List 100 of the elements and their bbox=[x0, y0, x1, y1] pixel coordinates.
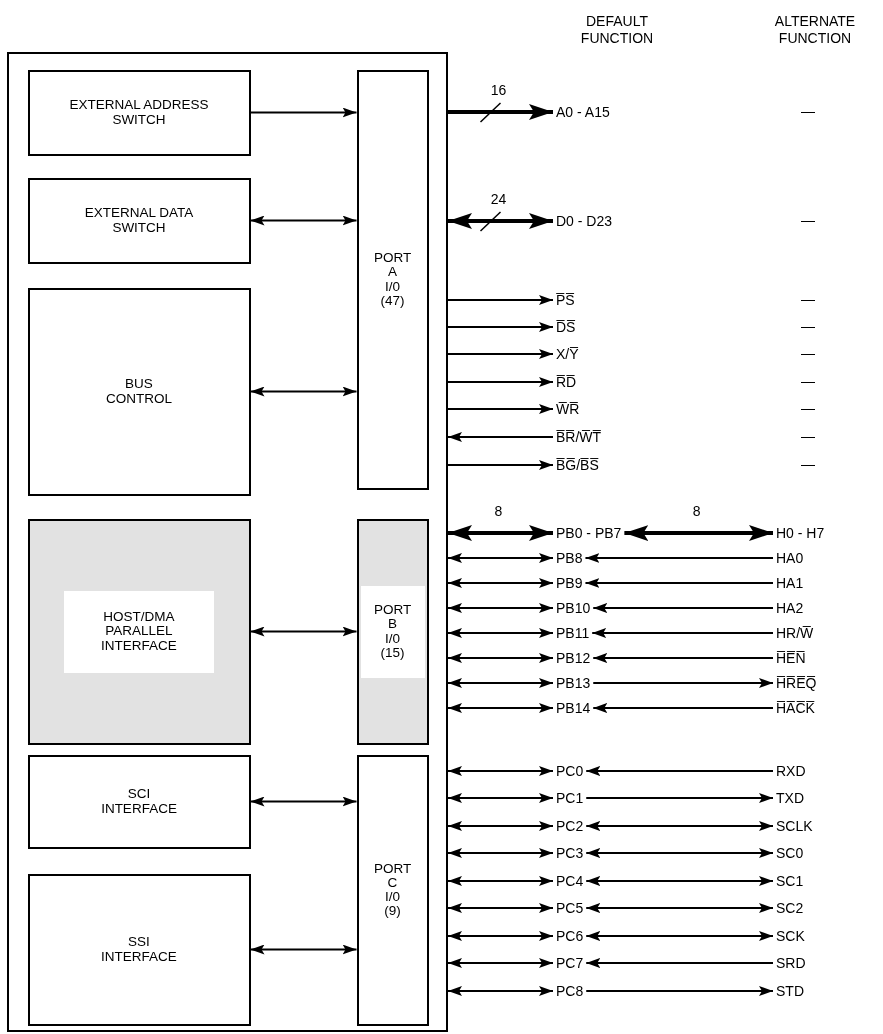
signal-name: D0 - D23 bbox=[553, 212, 616, 230]
bus-width-label: 8 bbox=[692, 503, 701, 519]
signal-name: P̅S̅ bbox=[553, 291, 578, 309]
signal-name: D̅S̅ bbox=[553, 318, 579, 336]
block-label: SCI INTERFACE bbox=[101, 787, 177, 816]
signal-name: W̅R̅ bbox=[553, 400, 583, 418]
arrow bbox=[591, 628, 774, 638]
arrow bbox=[249, 796, 358, 807]
signal-name: PB8 bbox=[553, 549, 586, 567]
arrow bbox=[585, 766, 774, 776]
dash-mark: — bbox=[801, 400, 815, 417]
arrow bbox=[447, 876, 554, 886]
function-block bbox=[27, 518, 251, 745]
signal-name: PB12 bbox=[553, 649, 594, 667]
block-label: SSI INTERFACE bbox=[101, 935, 177, 964]
dash-mark: — bbox=[801, 373, 815, 390]
signal-name: PC4 bbox=[553, 872, 587, 890]
arrow bbox=[585, 931, 774, 941]
dash-mark: — bbox=[801, 345, 815, 362]
arrow bbox=[447, 766, 554, 776]
signal-name: PB9 bbox=[553, 574, 586, 592]
signal-name: PC7 bbox=[553, 954, 587, 972]
arrow bbox=[585, 958, 774, 968]
port-block bbox=[356, 754, 429, 1026]
arrow bbox=[447, 986, 554, 996]
dash-mark: — bbox=[801, 212, 815, 229]
signal-name: SC0 bbox=[773, 844, 807, 862]
arrow bbox=[592, 678, 774, 688]
arrow bbox=[447, 295, 554, 305]
arrow bbox=[447, 931, 554, 941]
signal-name: HA0 bbox=[773, 549, 807, 567]
signal-name: H0 - H7 bbox=[773, 524, 828, 542]
signal-name: H̅E̅N̅ bbox=[773, 649, 809, 667]
dash-mark: — bbox=[801, 318, 815, 335]
column-heading: DEFAULT FUNCTION bbox=[580, 13, 654, 47]
signal-name: A0 - A15 bbox=[553, 103, 613, 121]
bus-width-label: 16 bbox=[490, 82, 507, 98]
arrow bbox=[585, 903, 774, 913]
arrow bbox=[585, 821, 774, 831]
signal-name: SRD bbox=[773, 954, 809, 972]
signal-name: PB14 bbox=[553, 699, 594, 717]
signal-name: HR/W̅ bbox=[773, 624, 817, 642]
arrow bbox=[249, 107, 358, 118]
signal-name: X/Y̅ bbox=[553, 345, 582, 363]
bus-arrow bbox=[624, 525, 773, 541]
arrow bbox=[584, 578, 774, 588]
arrow bbox=[447, 958, 554, 968]
signal-name: H̅R̅E̅Q̅ bbox=[773, 674, 820, 692]
function-block bbox=[27, 177, 251, 264]
signal-name: H̅A̅C̅K̅ bbox=[773, 699, 818, 717]
block-label: PORT A I/0 (47) bbox=[374, 251, 411, 308]
arrow bbox=[249, 386, 358, 397]
signal-name: PB13 bbox=[553, 674, 594, 692]
arrow bbox=[447, 553, 554, 563]
signal-name: HA1 bbox=[773, 574, 807, 592]
arrow bbox=[249, 626, 358, 637]
signal-name: PB10 bbox=[553, 599, 594, 617]
function-block bbox=[27, 873, 251, 1026]
arrow bbox=[447, 678, 554, 688]
arrow bbox=[447, 903, 554, 913]
arrow bbox=[584, 553, 774, 563]
arrow bbox=[447, 349, 554, 359]
signal-name: B̅R̅/W̅T̅ bbox=[553, 428, 605, 446]
signal-name: SCK bbox=[773, 927, 808, 945]
arrow bbox=[585, 986, 774, 996]
signal-name: R̅D̅ bbox=[553, 373, 580, 391]
signal-name: PC1 bbox=[553, 789, 587, 807]
block-label: BUS CONTROL bbox=[106, 377, 172, 406]
signal-name: SC1 bbox=[773, 872, 807, 890]
arrow bbox=[249, 944, 358, 955]
signal-name: PB11 bbox=[553, 624, 593, 642]
arrow bbox=[585, 793, 774, 803]
signal-name: HA2 bbox=[773, 599, 807, 617]
port-block bbox=[356, 518, 429, 745]
arrow bbox=[592, 653, 774, 663]
signal-name: PC5 bbox=[553, 899, 587, 917]
dash-mark: — bbox=[801, 428, 815, 445]
bus-width-label: 24 bbox=[490, 191, 507, 207]
block-label: HOST/DMA PARALLEL INTERFACE bbox=[101, 610, 177, 653]
arrow bbox=[447, 821, 554, 831]
function-block bbox=[27, 287, 251, 496]
block-label: EXTERNAL DATA SWITCH bbox=[83, 206, 195, 235]
bus-arrow bbox=[448, 213, 553, 229]
bus-arrow bbox=[448, 104, 553, 120]
arrow bbox=[447, 460, 554, 470]
arrow bbox=[447, 404, 554, 414]
arrow bbox=[447, 848, 554, 858]
arrow bbox=[447, 653, 554, 663]
signal-name: B̅G̅/B̅S̅ bbox=[553, 456, 602, 474]
arrow bbox=[592, 603, 774, 613]
dash-mark: — bbox=[801, 103, 815, 120]
dash-mark: — bbox=[801, 456, 815, 473]
arrow bbox=[592, 703, 774, 713]
port-block bbox=[356, 69, 429, 490]
signal-name: PC3 bbox=[553, 844, 587, 862]
signal-name: SC2 bbox=[773, 899, 807, 917]
function-block bbox=[27, 69, 251, 156]
arrow bbox=[447, 377, 554, 387]
signal-name: PC2 bbox=[553, 817, 587, 835]
signal-name: PC8 bbox=[553, 982, 587, 1000]
